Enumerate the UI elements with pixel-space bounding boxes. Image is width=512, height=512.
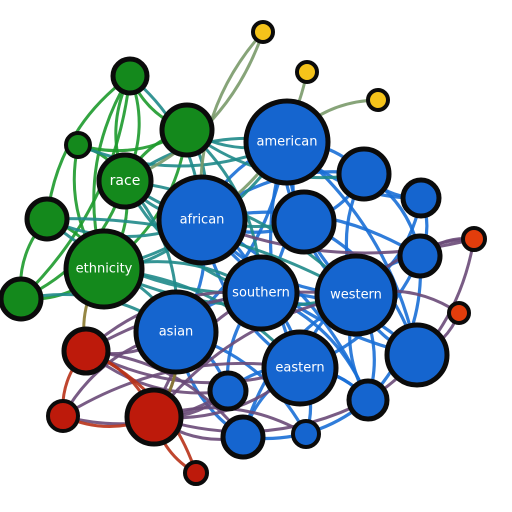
node-circle-race[interactable] xyxy=(96,152,154,210)
node-r1[interactable] xyxy=(61,326,111,376)
node-circle-b5[interactable] xyxy=(384,322,450,388)
node-circle-g5[interactable] xyxy=(0,276,44,322)
node-b10[interactable] xyxy=(220,414,266,460)
node-b9[interactable] xyxy=(291,419,321,449)
node-circle-g4[interactable] xyxy=(24,196,70,242)
node-circle-r2[interactable] xyxy=(124,387,184,447)
node-circle-b9[interactable] xyxy=(291,419,321,449)
node-b8[interactable] xyxy=(346,378,390,422)
node-b1[interactable] xyxy=(336,146,392,202)
node-g2[interactable] xyxy=(159,102,215,158)
node-b2[interactable] xyxy=(400,177,442,219)
node-circle-o1[interactable] xyxy=(461,226,487,252)
node-g3[interactable] xyxy=(64,131,92,159)
node-southern[interactable]: southern xyxy=(222,254,300,332)
node-western[interactable]: western xyxy=(314,253,398,337)
node-african[interactable]: african xyxy=(156,174,248,266)
node-b7[interactable] xyxy=(207,370,249,412)
node-circle-b2[interactable] xyxy=(400,177,442,219)
node-g4[interactable] xyxy=(24,196,70,242)
node-circle-american[interactable] xyxy=(243,98,331,186)
node-circle-b4[interactable] xyxy=(397,233,443,279)
node-circle-african[interactable] xyxy=(156,174,248,266)
node-circle-r1[interactable] xyxy=(61,326,111,376)
node-circle-asian[interactable] xyxy=(133,289,219,375)
node-circle-b10[interactable] xyxy=(220,414,266,460)
node-circle-western[interactable] xyxy=(314,253,398,337)
node-g1[interactable] xyxy=(110,56,150,96)
node-circle-b8[interactable] xyxy=(346,378,390,422)
node-y1[interactable] xyxy=(251,20,275,44)
node-b3[interactable] xyxy=(271,189,337,255)
node-asian[interactable]: asian xyxy=(133,289,219,375)
node-g5[interactable] xyxy=(0,276,44,322)
node-r3[interactable] xyxy=(46,399,80,433)
node-circle-southern[interactable] xyxy=(222,254,300,332)
node-circle-g3[interactable] xyxy=(64,131,92,159)
node-b4[interactable] xyxy=(397,233,443,279)
node-american[interactable]: american xyxy=(243,98,331,186)
node-eastern[interactable]: eastern xyxy=(261,329,339,407)
node-b5[interactable] xyxy=(384,322,450,388)
node-circle-b7[interactable] xyxy=(207,370,249,412)
node-circle-g2[interactable] xyxy=(159,102,215,158)
node-circle-o2[interactable] xyxy=(447,301,471,325)
edge-g1-g5 xyxy=(19,74,132,301)
node-o1[interactable] xyxy=(461,226,487,252)
node-ethnicity[interactable]: ethnicity xyxy=(63,228,145,310)
node-r2[interactable] xyxy=(124,387,184,447)
node-y3[interactable] xyxy=(366,88,390,112)
node-circle-r3[interactable] xyxy=(46,399,80,433)
node-circle-g1[interactable] xyxy=(110,56,150,96)
node-circle-r4[interactable] xyxy=(183,460,209,486)
node-circle-y1[interactable] xyxy=(251,20,275,44)
node-o2[interactable] xyxy=(447,301,471,325)
node-y2[interactable] xyxy=(295,60,319,84)
node-r4[interactable] xyxy=(183,460,209,486)
node-circle-b3[interactable] xyxy=(271,189,337,255)
node-circle-eastern[interactable] xyxy=(261,329,339,407)
node-circle-b1[interactable] xyxy=(336,146,392,202)
node-circle-y2[interactable] xyxy=(295,60,319,84)
node-circle-y3[interactable] xyxy=(366,88,390,112)
node-race[interactable]: race xyxy=(96,152,154,210)
node-circle-ethnicity[interactable] xyxy=(63,228,145,310)
